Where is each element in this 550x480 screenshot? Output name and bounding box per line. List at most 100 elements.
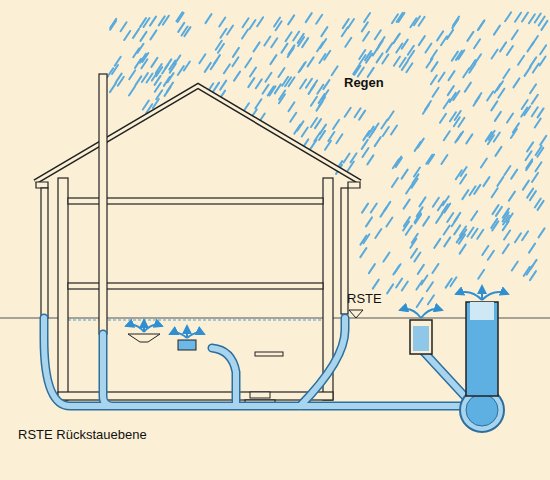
raindrop — [274, 18, 280, 27]
raindrop — [419, 17, 425, 26]
raindrop — [426, 58, 432, 67]
raindrop — [523, 181, 529, 190]
raindrop — [375, 30, 381, 39]
raindrop — [494, 26, 500, 35]
raindrop — [388, 111, 394, 120]
raindrop — [410, 18, 416, 27]
raindrop — [152, 72, 158, 81]
raindrop — [263, 85, 269, 94]
raindrop — [220, 29, 226, 38]
raindrop — [255, 99, 261, 108]
raindrop — [529, 244, 535, 253]
raindrop — [214, 55, 220, 64]
raindrop — [507, 113, 513, 122]
raindrop — [143, 18, 149, 27]
raindrop — [316, 15, 322, 24]
inspection-chamber — [410, 320, 432, 354]
raindrop — [495, 84, 501, 93]
raindrop — [447, 213, 453, 222]
raindrop — [150, 30, 156, 39]
raindrop — [466, 134, 472, 143]
raindrop — [533, 64, 539, 73]
raindrop — [460, 226, 466, 235]
raindrop — [419, 197, 425, 206]
raindrop — [540, 57, 546, 66]
raindrop — [345, 108, 351, 117]
raindrop — [410, 239, 416, 248]
raindrop — [288, 102, 294, 111]
raindrop — [383, 253, 389, 262]
raindrop — [406, 226, 412, 235]
raindrop — [453, 91, 459, 100]
raindrop — [396, 44, 402, 53]
raindrop — [383, 127, 389, 136]
raindrop — [205, 14, 211, 23]
raindrop — [491, 101, 497, 110]
raindrop — [320, 125, 326, 134]
raindrop — [138, 44, 144, 53]
raindrop — [362, 204, 368, 213]
raindrop — [107, 68, 113, 77]
raindrop — [515, 13, 521, 22]
raindrop — [386, 217, 392, 226]
sewer-pipes — [44, 318, 470, 406]
raindrop — [478, 20, 484, 29]
raindrop — [540, 45, 546, 54]
raindrop — [461, 167, 467, 176]
raindrop — [428, 155, 434, 164]
raindrop — [155, 76, 161, 85]
raindrop — [455, 133, 461, 142]
raindrop — [492, 188, 498, 197]
raindrop — [380, 208, 386, 217]
raindrop — [441, 155, 447, 164]
raindrop — [446, 279, 452, 288]
raindrop — [475, 54, 481, 63]
raindrop — [393, 34, 399, 43]
raindrop — [348, 161, 354, 170]
raindrop — [434, 239, 440, 248]
raindrop — [527, 42, 533, 51]
raindrop — [256, 79, 262, 88]
manhole-top — [470, 302, 494, 320]
raindrop — [433, 198, 439, 207]
raindrop — [522, 13, 528, 22]
raindrop — [417, 207, 423, 216]
raindrop — [503, 69, 509, 78]
raindrop — [319, 54, 325, 63]
raindrop — [538, 108, 544, 117]
raindrop — [369, 264, 375, 273]
raindrop — [505, 12, 511, 21]
raindrop — [135, 59, 141, 68]
raindrop — [530, 191, 536, 200]
raindrop — [311, 97, 317, 106]
sewer-water — [466, 394, 498, 426]
raindrop — [167, 82, 173, 91]
raindrop — [159, 16, 165, 25]
raindrop — [386, 43, 392, 52]
raindrop — [143, 101, 149, 110]
raindrop — [532, 107, 538, 116]
raindrop — [279, 68, 285, 77]
raindrop — [406, 185, 412, 194]
raindrop — [482, 246, 488, 255]
grate — [255, 352, 283, 356]
raindrop — [271, 38, 277, 47]
raindrop — [216, 41, 222, 50]
raindrop — [317, 85, 323, 94]
raindrop — [362, 22, 368, 31]
raindrop — [537, 148, 543, 157]
raindrop — [373, 47, 379, 56]
raindrop — [402, 170, 408, 179]
raindrop — [375, 229, 381, 238]
raindrop — [220, 81, 226, 90]
raindrop — [493, 205, 499, 214]
raindrop — [427, 282, 433, 291]
raindrop — [483, 177, 489, 186]
raindrop — [512, 30, 518, 39]
raindrop — [509, 192, 515, 201]
raindrop — [396, 158, 402, 167]
raindrop — [450, 112, 456, 121]
raindrop — [525, 67, 531, 76]
raindrop — [242, 30, 248, 39]
